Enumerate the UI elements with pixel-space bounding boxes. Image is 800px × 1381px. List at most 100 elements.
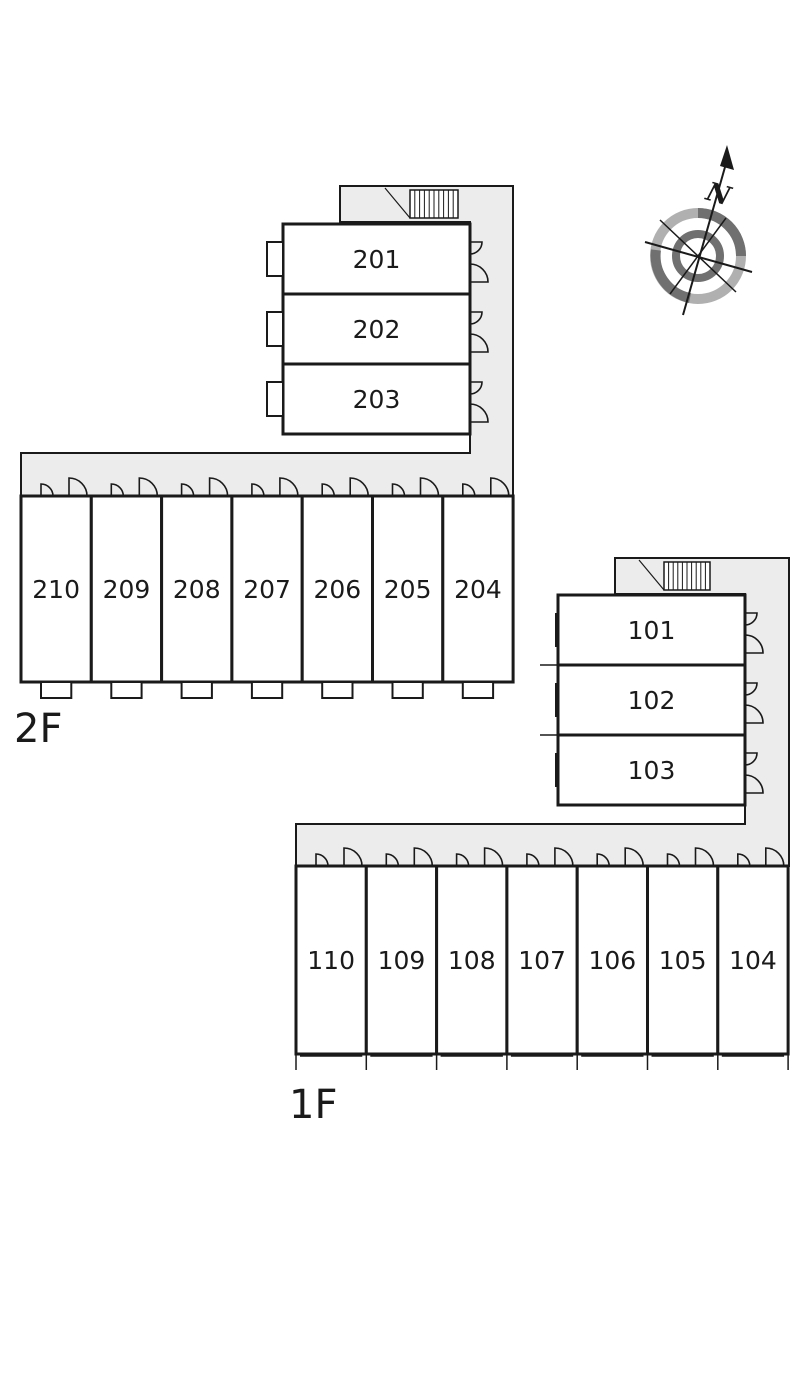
room-110	[294, 864, 368, 1056]
door-swing-icon	[554, 847, 574, 867]
room-210	[19, 494, 93, 684]
door-swing-icon	[744, 634, 764, 654]
balcony-203	[266, 381, 284, 417]
stairs-group	[384, 187, 711, 591]
room-103	[556, 733, 747, 807]
door-swing-icon	[744, 704, 764, 724]
balcony-210	[40, 681, 73, 699]
door-swing-icon	[110, 483, 125, 497]
compass-ring-accent-2	[650, 249, 692, 303]
stair-edge-line	[638, 559, 665, 591]
door-swing-icon	[744, 682, 758, 696]
door-swing-icon	[40, 483, 54, 497]
room-label-209: 209	[103, 575, 151, 604]
balcony-206	[321, 681, 354, 699]
door-swing-icon	[624, 847, 644, 867]
room-204	[441, 494, 515, 684]
door-swing-icon	[279, 477, 299, 497]
door-swing-icon	[180, 483, 195, 497]
room-label-202: 202	[353, 315, 401, 344]
compass-inner-ring	[672, 230, 724, 282]
door-swing-icon	[744, 752, 758, 766]
room-label-106: 106	[588, 946, 636, 975]
room-107	[505, 864, 579, 1056]
room-label-205: 205	[384, 575, 432, 604]
room-101	[556, 593, 747, 667]
door-swing-icon	[138, 477, 159, 497]
compass-north-line	[682, 159, 728, 316]
door-swing-icon	[483, 847, 504, 867]
door-swing-icon	[744, 774, 764, 794]
balcony-201	[266, 241, 284, 277]
door-swing-icon	[469, 381, 483, 395]
rooms-group	[19, 222, 790, 1070]
door-swing-icon	[349, 477, 369, 497]
room-label-201: 201	[353, 245, 401, 274]
room-206	[300, 494, 375, 684]
room-label-108: 108	[448, 946, 496, 975]
balcony-208	[180, 681, 213, 699]
balcony-202	[266, 311, 284, 347]
door-swing-icon	[315, 853, 329, 867]
door-swing-icon	[737, 853, 751, 867]
door-swing-icon	[744, 612, 758, 626]
room-label-104: 104	[729, 946, 777, 975]
door-swing-icon	[251, 483, 265, 497]
compass-ring-accent	[697, 208, 746, 257]
door-swing-icon	[419, 477, 440, 497]
compass-diag-line-2	[669, 217, 727, 295]
room-108	[435, 864, 509, 1056]
room-205	[371, 494, 445, 684]
room-104	[716, 864, 790, 1056]
door-swing-icon	[208, 477, 229, 497]
floor-label-2f: 2F	[14, 706, 62, 752]
door-swing-icon	[526, 853, 540, 867]
door-swing-icon	[469, 241, 483, 255]
door-swing-icon	[490, 477, 510, 497]
north-arrowhead-icon	[720, 145, 734, 170]
north-label: N	[702, 177, 735, 213]
room-label-204: 204	[454, 575, 502, 604]
room-label-105: 105	[659, 946, 707, 975]
room-109	[364, 864, 439, 1056]
room-label-110: 110	[307, 946, 355, 975]
door-swing-icon	[343, 847, 363, 867]
door-swing-icon	[469, 403, 489, 423]
door-swing-icon	[765, 847, 785, 867]
door-swing-icon	[469, 311, 483, 325]
door-swing-icon	[455, 853, 470, 867]
door-swing-icon	[596, 853, 610, 867]
room-label-206: 206	[313, 575, 361, 604]
room-201	[281, 222, 472, 296]
room-207	[230, 494, 304, 684]
balcony-209	[110, 681, 143, 699]
door-swing-icon	[469, 263, 489, 283]
room-106	[575, 864, 650, 1056]
room-208	[160, 494, 234, 684]
room-label-210: 210	[32, 575, 80, 604]
door-swing-icon	[469, 333, 489, 353]
floor-label-1f: 1F	[289, 1082, 337, 1128]
room-label-103: 103	[628, 756, 676, 785]
door-swing-icon	[391, 483, 406, 497]
balcony-204	[461, 681, 495, 699]
doors-group	[40, 241, 785, 867]
corridor-area	[20, 185, 514, 497]
north-compass-icon: N	[644, 145, 753, 316]
room-label-109: 109	[378, 946, 426, 975]
door-swing-icon	[666, 853, 681, 867]
room-102	[556, 663, 747, 737]
balcony-207	[250, 681, 284, 699]
room-label-107: 107	[518, 946, 566, 975]
door-swing-icon	[321, 483, 335, 497]
stair-edge-line	[384, 187, 411, 219]
room-label-203: 203	[353, 385, 401, 414]
balcony-205	[391, 681, 424, 699]
door-swing-icon	[68, 477, 88, 497]
room-202	[281, 292, 472, 366]
door-swing-icon	[385, 853, 400, 867]
room-label-207: 207	[243, 575, 291, 604]
door-swing-icon	[694, 847, 715, 867]
